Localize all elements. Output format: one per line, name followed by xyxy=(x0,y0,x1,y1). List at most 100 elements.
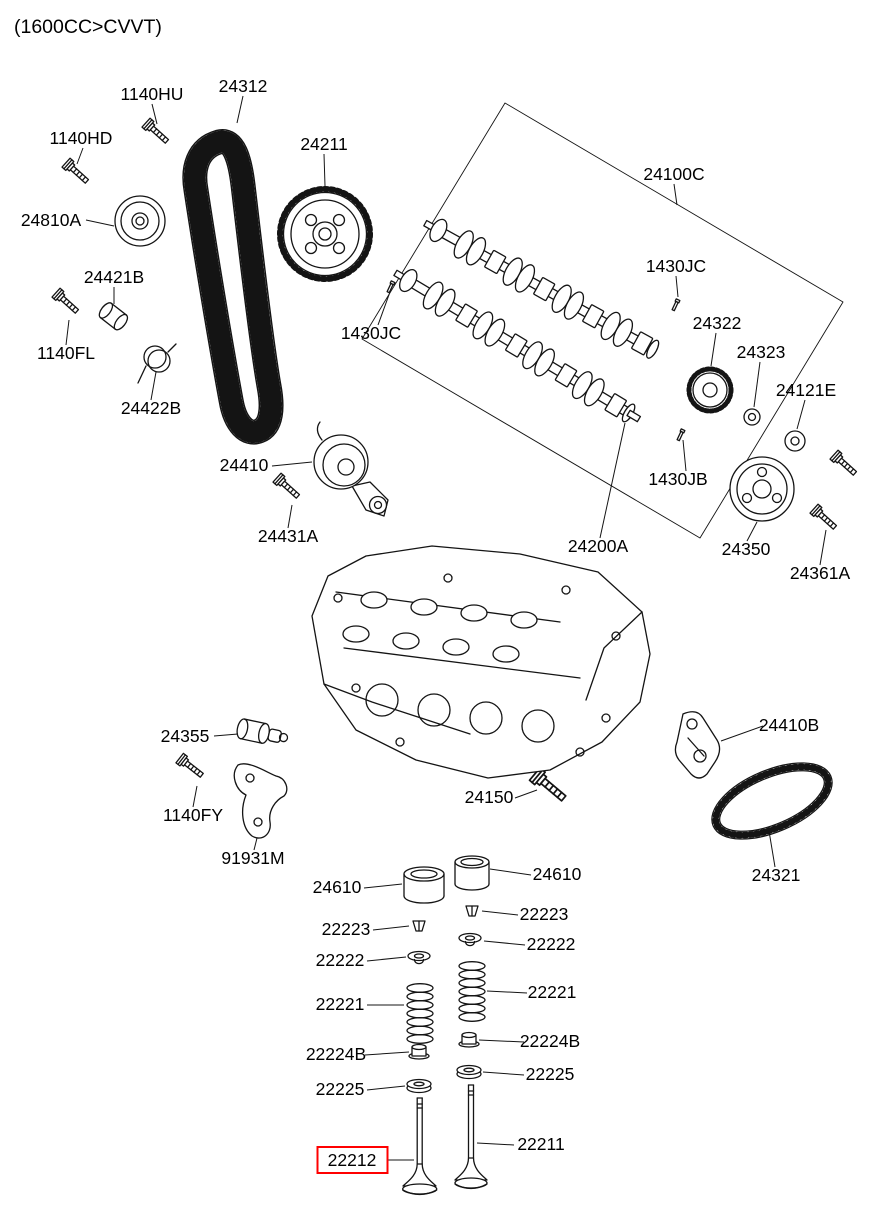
leader-line xyxy=(476,1142,515,1146)
tensioner-spring-drawing xyxy=(137,343,177,384)
valve-lifter-left-drawing xyxy=(403,866,445,904)
leader-line xyxy=(599,422,626,539)
valve-lifter-right-drawing xyxy=(454,855,490,891)
part-label-1140FY: 1140FY xyxy=(163,805,223,825)
valve-keeper-left-drawing xyxy=(412,920,426,932)
bolt-1140HD-drawing xyxy=(61,157,92,187)
spring-seat-right-drawing xyxy=(456,1064,482,1080)
camshaft-sprocket-drawing xyxy=(277,186,373,282)
chain-sprocket-drawing xyxy=(686,366,734,414)
leader-line xyxy=(65,319,70,346)
leader-line xyxy=(377,291,391,326)
leader-line xyxy=(675,275,679,298)
bolt-1140FL-drawing xyxy=(51,287,82,317)
part-label-1140HD: 1140HD xyxy=(50,128,113,148)
chain-tensioner-drawing xyxy=(674,711,721,779)
cam-sensor-drawing xyxy=(236,718,289,744)
leader-line xyxy=(673,183,678,206)
spring-seat-left-drawing xyxy=(406,1078,432,1094)
part-label-24100C: 24100C xyxy=(643,164,704,184)
seal-plate-drawing xyxy=(784,430,806,452)
part-label-22223-right: 22223 xyxy=(520,904,569,924)
leader-line xyxy=(287,504,293,529)
part-label-24323: 24323 xyxy=(737,342,786,362)
leader-line xyxy=(710,332,717,367)
part-label-24322: 24322 xyxy=(693,313,742,333)
leader-line xyxy=(482,1071,525,1076)
dowel-pin-1430JC-right-drawing xyxy=(670,298,681,312)
exhaust-camshaft-drawing xyxy=(393,269,642,423)
leader-line xyxy=(478,1039,525,1043)
part-label-22224B-right: 22224B xyxy=(520,1031,580,1051)
leader-line xyxy=(366,956,407,962)
leader-line xyxy=(323,153,326,187)
bolt-24361A-lower-drawing xyxy=(809,503,840,533)
spring-retainer-right-drawing xyxy=(458,932,482,947)
washer-drawing xyxy=(743,408,761,426)
part-label-24321: 24321 xyxy=(752,865,801,885)
valve-right-drawing xyxy=(454,1084,488,1190)
part-label-22222-right: 22222 xyxy=(527,934,576,954)
leader-line xyxy=(746,521,758,542)
leader-line xyxy=(192,785,198,808)
leader-line xyxy=(489,868,532,876)
dowel-pin-1430JB-drawing xyxy=(675,428,686,442)
part-label-24410: 24410 xyxy=(220,455,269,475)
part-label-1140FL: 1140FL xyxy=(37,343,95,363)
belt-tensioner-drawing xyxy=(313,421,389,517)
leader-line xyxy=(682,439,687,472)
part-label-24610-left: 24610 xyxy=(313,877,362,897)
part-label-91931M: 91931M xyxy=(221,848,284,868)
valve-keeper-right-drawing xyxy=(465,905,479,917)
leader-line xyxy=(151,103,158,125)
part-label-24121E: 24121E xyxy=(776,380,836,400)
bolt-24431A-drawing xyxy=(272,472,303,502)
leader-line xyxy=(819,529,827,566)
leader-line xyxy=(768,830,776,868)
part-label-1430JC-right: 1430JC xyxy=(646,256,706,276)
plug-bolt-24150-drawing xyxy=(528,766,570,806)
part-label-24200A: 24200A xyxy=(568,536,629,556)
leader-line xyxy=(213,733,239,737)
highlight-box xyxy=(316,1146,389,1174)
leader-line xyxy=(372,925,410,931)
cvvt-assembly-drawing xyxy=(729,456,795,522)
part-label-22211: 22211 xyxy=(517,1134,564,1154)
valve-spring-right-drawing xyxy=(458,961,486,1022)
spring-retainer-left-drawing xyxy=(407,950,431,965)
part-label-22223-left: 22223 xyxy=(322,919,371,939)
part-label-24211: 24211 xyxy=(300,134,347,154)
leader-line xyxy=(483,940,526,946)
idler-pulley-drawing xyxy=(114,195,166,247)
cylinder-head-drawing xyxy=(311,545,651,779)
part-label-22225-right: 22225 xyxy=(526,1064,575,1084)
leader-line xyxy=(76,147,84,165)
part-label-24610-right: 24610 xyxy=(533,864,582,884)
leader-line xyxy=(720,725,764,742)
part-label-24422B: 24422B xyxy=(121,398,181,418)
part-label-24810A: 24810A xyxy=(21,210,82,230)
leader-line xyxy=(796,399,806,430)
camshaft-group-boundary-box xyxy=(361,102,844,539)
leader-line xyxy=(514,789,538,799)
part-label-1430JC-left: 1430JC xyxy=(341,323,401,343)
page-title: (1600CC>CVVT) xyxy=(14,16,162,38)
leader-line xyxy=(753,361,761,408)
part-label-24350: 24350 xyxy=(722,539,771,559)
part-label-22225-left: 22225 xyxy=(316,1079,365,1099)
part-label-24312: 24312 xyxy=(219,76,268,96)
part-label-22221-left: 22221 xyxy=(316,994,365,1014)
harness-bracket-drawing xyxy=(233,763,288,839)
leader-line xyxy=(364,1051,410,1056)
valve-left-drawing xyxy=(402,1097,438,1196)
leader-line xyxy=(366,1085,406,1091)
part-label-24361A: 24361A xyxy=(790,563,851,583)
part-label-22212-highlighted: 22212 xyxy=(328,1150,377,1170)
valve-seal-left-drawing xyxy=(408,1043,430,1060)
valve-spring-left-drawing xyxy=(406,983,434,1044)
part-label-24421B: 24421B xyxy=(84,267,144,287)
leader-line xyxy=(363,883,403,889)
part-label-22222-left: 22222 xyxy=(316,950,365,970)
part-label-24410B: 24410B xyxy=(759,715,819,735)
part-label-1430JB: 1430JB xyxy=(648,469,707,489)
